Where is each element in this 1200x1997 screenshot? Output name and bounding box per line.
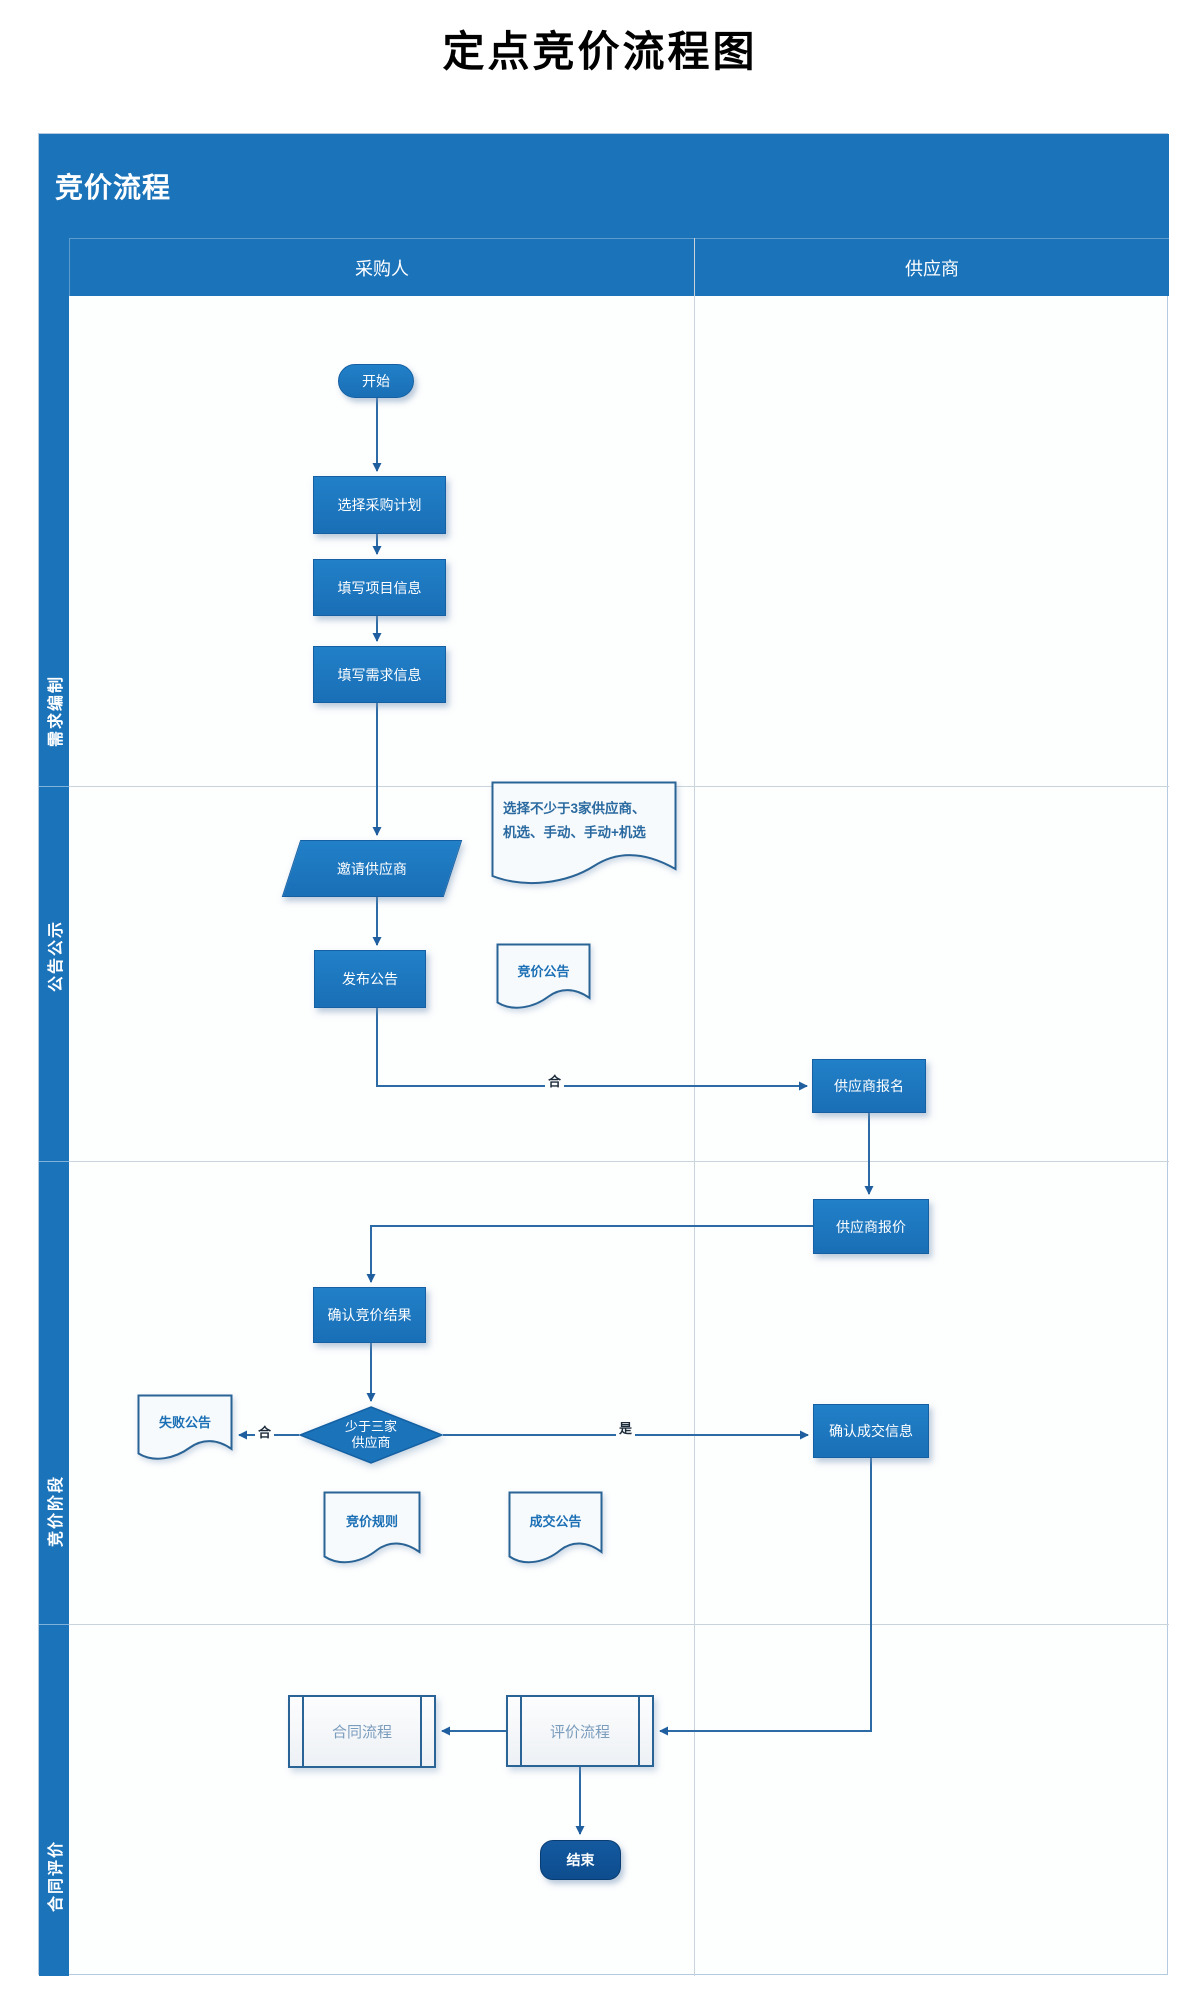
column-header-supplier-label: 供应商 (905, 258, 959, 279)
confirm-bid-result-node: 确认竞价结果 (313, 1287, 426, 1343)
supplier-signup-label: 供应商报名 (834, 1078, 904, 1094)
bid-announcement-label: 竞价公告 (517, 964, 570, 979)
bid-rules-label: 竞价规则 (345, 1514, 398, 1529)
end-node: 结束 (540, 1840, 621, 1880)
fill-requirement-label: 填写需求信息 (337, 666, 422, 683)
confirm-bid-result-label: 确认竞价结果 (327, 1307, 412, 1323)
fail-announcement-label: 失败公告 (158, 1415, 211, 1430)
pool-header: 竞价流程 (39, 134, 1169, 238)
lane-divider-2 (69, 1161, 1169, 1162)
column-header-purchaser-label: 采购人 (355, 258, 409, 279)
column-divider (694, 238, 695, 1976)
pool-title: 竞价流程 (55, 172, 172, 203)
lane-strip-notch-3 (39, 1624, 69, 1625)
fill-project-node: 填写项目信息 (313, 559, 446, 616)
lane-label-requirements: 需求编制 (48, 674, 65, 748)
lane-divider-3 (69, 1624, 1169, 1625)
publish-announcement-label: 发布公告 (342, 971, 398, 987)
edge-label-signup: 合 (545, 1074, 565, 1090)
deal-announcement-label: 成交公告 (529, 1514, 582, 1529)
publish-announcement-node: 发布公告 (314, 950, 426, 1008)
evaluation-process-label: 评价流程 (549, 1723, 610, 1741)
lane-strip-notch-2 (39, 1161, 69, 1162)
column-header-supplier: 供应商 (694, 238, 1169, 296)
lane-label-announcement: 公告公示 (48, 919, 65, 993)
lane-strip-notch-1 (39, 786, 69, 787)
supplier-quote-node: 供应商报价 (813, 1199, 929, 1254)
fill-requirement-node: 填写需求信息 (313, 646, 446, 703)
lane-label-contract-eval: 合同评价 (48, 1839, 65, 1913)
invite-note-line2: 机选、手动、手动+机选 (503, 825, 646, 841)
deal-announcement-document: 成交公告 (508, 1491, 603, 1571)
fail-announcement-document: 失败公告 (137, 1394, 233, 1466)
select-plan-label: 选择采购计划 (337, 497, 422, 513)
column-header-purchaser: 采购人 (69, 238, 694, 296)
contract-process-label: 合同流程 (331, 1724, 392, 1741)
evaluation-process-node: 评价流程 (506, 1695, 654, 1767)
supplier-signup-node: 供应商报名 (812, 1059, 926, 1113)
flowchart-frame: 竞价流程 需求编制 公告公示 竞价阶段 合同评价 采购人 供应商 (38, 133, 1169, 1976)
edge-label-fail: 合 (255, 1425, 275, 1441)
bid-rules-document: 竞价规则 (323, 1491, 421, 1571)
invite-suppliers-label: 邀请供应商 (337, 860, 407, 877)
lane-label-bidding-stage: 竞价阶段 (48, 1474, 65, 1548)
page-title: 定点竞价流程图 (442, 30, 758, 76)
contract-process-node: 合同流程 (288, 1695, 436, 1768)
decision-label-line1: 少于三家 (344, 1419, 397, 1435)
decision-less-than-three: 少于三家 供应商 (299, 1406, 443, 1464)
lane-strip (39, 238, 69, 1976)
invite-note-text: 选择不少于3家供应商、 机选、手动、手动+机选 (491, 797, 677, 846)
invite-note-document: 选择不少于3家供应商、 机选、手动、手动+机选 (491, 781, 677, 896)
start-node: 开始 (338, 364, 414, 398)
supplier-quote-label: 供应商报价 (836, 1218, 906, 1235)
select-plan-node: 选择采购计划 (313, 476, 446, 534)
confirm-deal-info-node: 确认成交信息 (813, 1404, 929, 1458)
fill-project-label: 填写项目信息 (337, 579, 422, 596)
end-label: 结束 (566, 1852, 595, 1868)
edge-label-yes: 是 (616, 1421, 636, 1437)
invite-note-line1: 选择不少于3家供应商、 (503, 801, 646, 816)
confirm-deal-info-label: 确认成交信息 (829, 1423, 913, 1439)
decision-label-line2: 供应商 (351, 1435, 391, 1450)
invite-suppliers-node: 邀请供应商 (281, 840, 463, 897)
start-label: 开始 (362, 373, 390, 389)
bid-announcement-document: 竞价公告 (496, 943, 591, 1015)
